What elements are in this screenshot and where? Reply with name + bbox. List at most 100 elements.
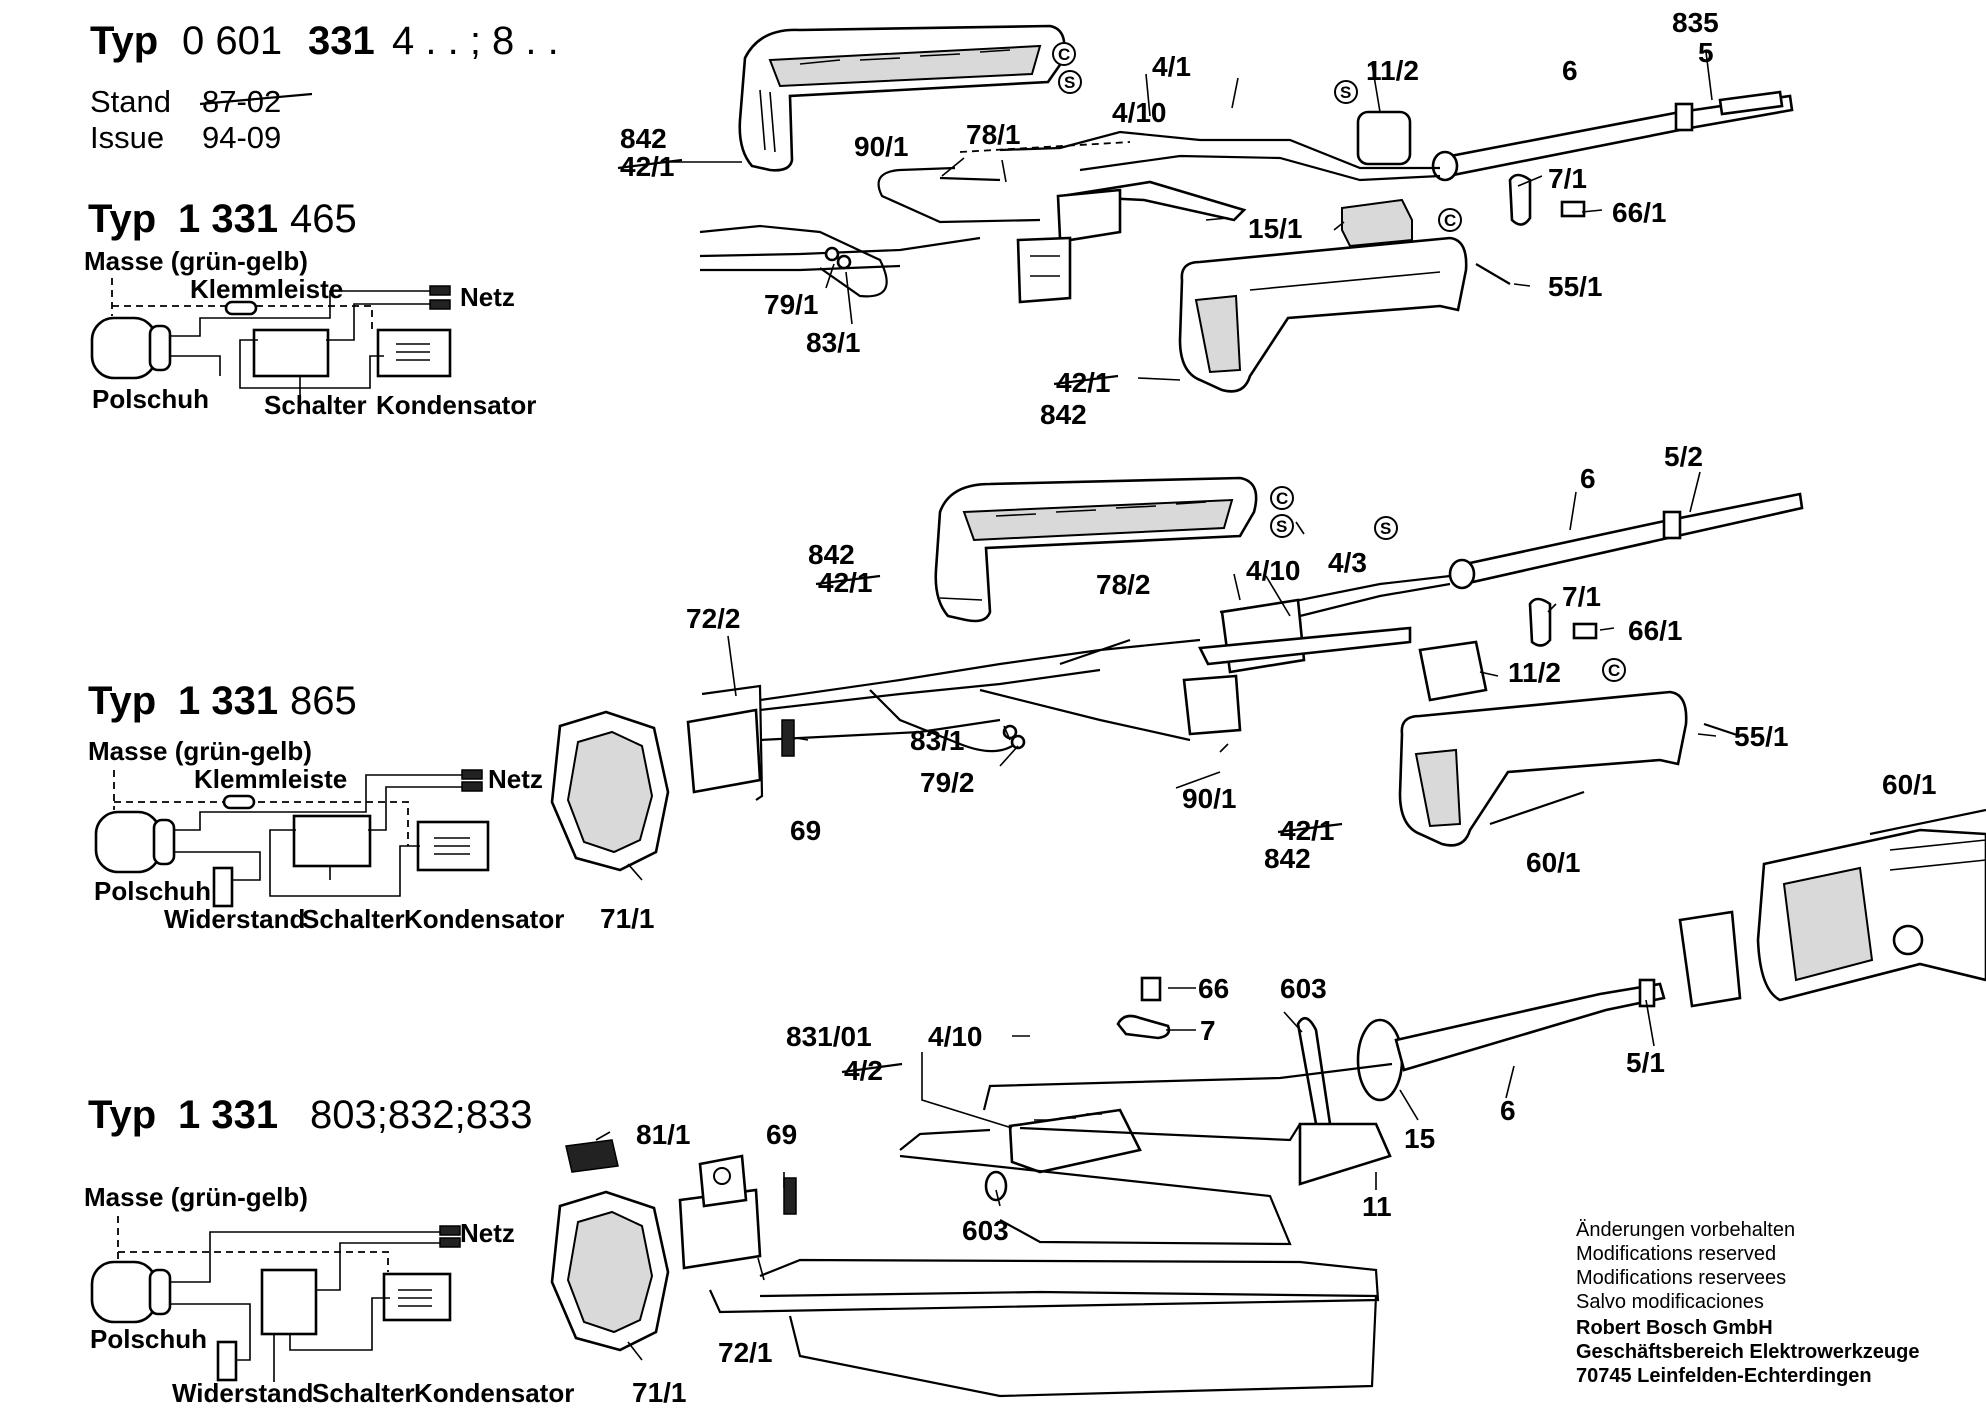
- connector-79-2: [1010, 734, 1026, 750]
- housing-frame-11: [1298, 1122, 1392, 1186]
- stand-value: 87-02: [202, 84, 281, 119]
- grommet-15: [1356, 1018, 1404, 1102]
- header-typ-number-b: 331: [308, 19, 375, 63]
- part-71-1: 71/1: [600, 903, 655, 934]
- header-typ-number-a: 0 601: [182, 19, 282, 63]
- footer-division: Geschäftsbereich Elektrowerkzeuge: [1576, 1341, 1919, 1363]
- part-60-1: 60/1: [1882, 769, 1937, 800]
- leader-lines-top: [660, 51, 1713, 381]
- schematic-wires: [174, 774, 462, 897]
- section-typ-803: Typ 1 331 803;832;833 Masse (grün-gelb) …: [84, 1093, 574, 1408]
- section-typ-suffix: 803;832;833: [310, 1093, 532, 1137]
- part-5: 5: [1698, 37, 1714, 68]
- screw-66-1: [1560, 200, 1586, 218]
- part-6: 6: [1580, 463, 1596, 494]
- netz-label: Netz: [460, 282, 515, 312]
- kondensator-label: Kondensator: [404, 904, 564, 934]
- switch-assembly-top: [1016, 180, 1247, 304]
- wiring-schematic-865: Masse (grün-gelb) Klemmleiste Netz Polsc…: [88, 736, 564, 934]
- part-11-2: 11/2: [1366, 55, 1419, 86]
- part-842: 842: [1040, 399, 1087, 430]
- mains-terminal-1: [429, 285, 451, 296]
- exploded-view-bottom: 66 603 7 831/01 4/10 4/2 5/1 6 15 81/1 6…: [550, 973, 1666, 1408]
- strike-42-1: [1053, 374, 1119, 386]
- capacitor-11-2: [1356, 110, 1412, 166]
- cable-clip-7: [1116, 1014, 1171, 1040]
- terminal-strip-symbol: [224, 300, 258, 316]
- circle-s-marker: [1334, 80, 1358, 104]
- header-typ-variants: 4 . . ; 8 . .: [392, 19, 559, 63]
- masse-label: Masse (grün-gelb): [84, 1182, 308, 1212]
- part-603: 603: [1280, 973, 1327, 1004]
- wire-guide-603: [984, 1170, 1008, 1202]
- capacitor-plates: [398, 1289, 432, 1307]
- section-typ-prefix: 1 331: [178, 1093, 278, 1137]
- switch-assembly-middle: [1182, 598, 1412, 736]
- mains-terminal-1: [439, 1225, 461, 1236]
- circle-c-letter: C: [1058, 45, 1070, 64]
- part-4-10: 4/10: [1246, 555, 1301, 586]
- exploded-view-top: C S S C: [617, 7, 1794, 430]
- part-603: 603: [962, 1215, 1009, 1246]
- section-typ-word: Typ: [88, 1093, 156, 1137]
- leader-lines-bottom: [595, 987, 1655, 1361]
- strike-42-1: [1277, 822, 1343, 834]
- screw-69: [781, 719, 795, 757]
- part-66: 66: [1198, 973, 1229, 1004]
- circle-c-marker: [1438, 208, 1462, 232]
- capacitor-11-2: [1418, 640, 1488, 702]
- part-11-2: 11/2: [1508, 657, 1561, 688]
- strike-4-2: [841, 1062, 903, 1074]
- screw-69: [783, 1177, 797, 1215]
- part-842: 842: [620, 123, 667, 154]
- part-66-1: 66/1: [1612, 197, 1667, 228]
- strike-42-1: [617, 158, 683, 170]
- circle-s-letter: S: [1340, 83, 1351, 102]
- leader-lines-middle: [627, 471, 1717, 881]
- footer-note: Änderungen vorbehalten Modifications res…: [1576, 1219, 1919, 1387]
- masse-label: Masse (grün-gelb): [84, 246, 308, 276]
- part-55-1: 55/1: [1734, 721, 1789, 752]
- lead-wires-top: [699, 166, 1041, 298]
- part-7-1: 7/1: [1562, 581, 1601, 612]
- polschuh-label: Polschuh: [90, 1324, 207, 1354]
- part-6: 6: [1562, 55, 1578, 86]
- part-6: 6: [1500, 1095, 1516, 1126]
- cord-wires-top: [999, 130, 1441, 182]
- screw-66-1: [1572, 622, 1598, 640]
- housing-shell-upper: [738, 24, 1066, 172]
- widerstand-label: Widerstand: [172, 1378, 313, 1408]
- netz-label: Netz: [460, 1218, 515, 1248]
- gear-housing-60-1: [1756, 808, 1986, 1002]
- wiring-schematic-803: Masse (grün-gelb) Netz Polschuh Widersta…: [84, 1182, 574, 1408]
- switch-symbol: [292, 814, 372, 868]
- power-cord-middle: [1448, 492, 1804, 590]
- switch-assembly-bottom: [1008, 1108, 1142, 1174]
- polschuh-label: Polschuh: [94, 876, 211, 906]
- housing-shell-lower: [1398, 690, 1688, 847]
- motor-symbol: [94, 810, 162, 874]
- masse-label: Masse (grün-gelb): [88, 736, 312, 766]
- part-69: 69: [766, 1119, 797, 1150]
- schalter-label: Schalter: [312, 1378, 415, 1408]
- schematic-wires: [170, 1231, 440, 1382]
- capacitor-symbol: [382, 1272, 452, 1322]
- capacitor-plates: [434, 837, 470, 855]
- part-842: 842: [1264, 843, 1311, 874]
- section-typ-prefix: 1 331: [178, 197, 278, 241]
- mains-terminal-2: [429, 299, 451, 310]
- label-81-1: [565, 1139, 619, 1173]
- motor-cap-71-1: [550, 710, 670, 872]
- circle-s-marker: [1374, 516, 1398, 540]
- part-7-1: 7/1: [1548, 163, 1587, 194]
- part-5-2: 5/2: [1664, 441, 1703, 472]
- screw-55-1: [1475, 263, 1511, 285]
- stand-label: Stand: [90, 84, 171, 119]
- section-typ-prefix: 1 331: [178, 679, 278, 723]
- capacitor-plates: [396, 343, 430, 361]
- part-4-1: 4/1: [1152, 51, 1191, 82]
- connector-79-1: [824, 246, 840, 262]
- section-typ-suffix: 465: [290, 197, 357, 241]
- cable-clip-7-1: [1528, 597, 1552, 647]
